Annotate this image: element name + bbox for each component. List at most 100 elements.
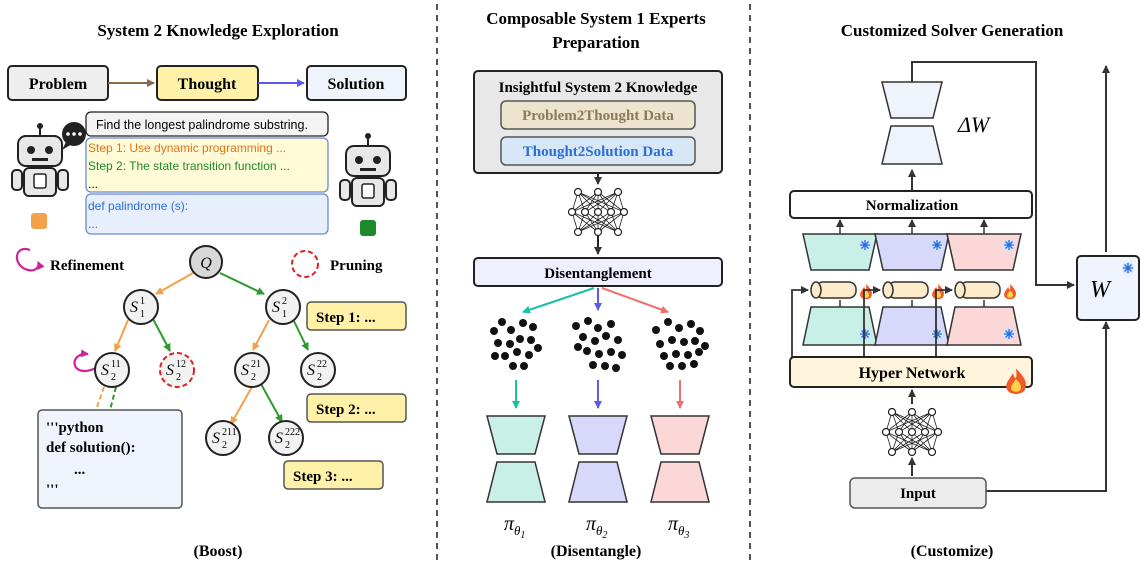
svg-text:222: 222 xyxy=(285,427,300,438)
dot-2-13 xyxy=(666,362,674,370)
edge-q-s11 xyxy=(155,272,194,295)
dot-2-1 xyxy=(664,318,672,326)
pruning-label: Pruning xyxy=(330,258,383,274)
code-line-2: ... xyxy=(88,217,98,231)
code-line-1: def palindrome (s): xyxy=(88,199,188,213)
problem-label: Problem xyxy=(29,76,88,93)
snowflake-icon xyxy=(930,327,944,341)
dot-0-13 xyxy=(509,362,517,370)
edge-s11-s211 xyxy=(114,319,129,352)
dot-2-2 xyxy=(675,324,683,332)
dot-0-5 xyxy=(494,339,502,347)
dot-0-1 xyxy=(498,318,506,326)
refinement-arrow-icon xyxy=(15,247,45,272)
chat-bubble-icon xyxy=(62,122,86,150)
svg-text:S: S xyxy=(130,299,138,316)
svg-text:12: 12 xyxy=(176,359,186,370)
dot-2-16 xyxy=(701,342,709,350)
disentangle-box xyxy=(473,257,723,287)
snowflake-icon xyxy=(858,238,872,252)
delta-w-label: ΔW xyxy=(957,112,991,137)
data2-box xyxy=(500,136,696,166)
dot-2-10 xyxy=(672,350,680,358)
dot-2-15 xyxy=(690,360,698,368)
expert-2-label: πθ2 xyxy=(586,513,607,541)
dot-1-4 xyxy=(579,333,587,341)
dot-0-14 xyxy=(520,362,528,370)
expert-1 xyxy=(486,415,546,503)
dot-2-9 xyxy=(660,352,668,360)
knowledge-title: Insightful System 2 Knowledge xyxy=(499,80,698,96)
dot-2-4 xyxy=(696,327,704,335)
dot-0-15 xyxy=(491,352,499,360)
neural-net-icon xyxy=(567,187,629,237)
dot-0-12 xyxy=(534,344,542,352)
dot-clusters xyxy=(490,317,709,372)
step-label-1-box xyxy=(306,301,407,331)
svg-text:1: 1 xyxy=(140,296,145,307)
edge-q-s12 xyxy=(219,272,265,295)
dot-1-3 xyxy=(607,320,615,328)
edge-s12-s221 xyxy=(252,319,270,351)
svg-text:1: 1 xyxy=(282,309,287,320)
dot-0-11 xyxy=(525,351,533,359)
w-box xyxy=(1076,255,1140,321)
edge-s221-s2222 xyxy=(260,383,283,423)
snowflake-icon xyxy=(1121,261,1135,275)
data2-label: Thought2Solution Data xyxy=(523,144,674,160)
dot-2-3 xyxy=(687,320,695,328)
dot-0-4 xyxy=(529,323,537,331)
svg-text:2: 2 xyxy=(317,372,322,383)
dot-1-9 xyxy=(595,350,603,358)
middle-panel-title-1: Composable System 1 Experts xyxy=(486,9,706,28)
dot-1-2 xyxy=(594,324,602,332)
svg-text:22: 22 xyxy=(317,359,327,370)
dot-0-8 xyxy=(527,336,535,344)
svg-text:2: 2 xyxy=(222,440,227,451)
dot-1-14 xyxy=(612,364,620,372)
dot-2-14 xyxy=(678,362,686,370)
svg-text:2: 2 xyxy=(251,372,256,383)
dot-0-2 xyxy=(507,326,515,334)
svg-text:2: 2 xyxy=(282,296,287,307)
steps-ellipsis: ... xyxy=(88,177,98,191)
layer-column-1 xyxy=(791,233,878,357)
normalization-label: Normalization xyxy=(866,198,959,214)
edge-dashed-orange xyxy=(95,386,105,411)
dot-1-1 xyxy=(584,317,592,325)
step-label-1: Step 1: ... xyxy=(316,310,376,326)
orange-square-icon xyxy=(31,213,47,229)
dot-1-12 xyxy=(589,361,597,369)
middle-panel-title-2: Preparation xyxy=(552,33,640,52)
w-label: W xyxy=(1090,277,1112,303)
python-code-line-4: ''' xyxy=(46,482,59,498)
fire-icon xyxy=(932,283,944,300)
normalization-box xyxy=(789,190,1033,219)
input-box xyxy=(849,477,987,509)
snowflake-icon xyxy=(930,238,944,252)
layer-column-2 xyxy=(863,233,950,357)
dot-0-7 xyxy=(516,335,524,343)
step-label-2-box xyxy=(306,393,407,423)
refinement-loop-icon xyxy=(73,349,97,372)
edge-dashed-green xyxy=(109,386,117,411)
svg-text:21: 21 xyxy=(251,359,261,370)
edge-s11-s212 xyxy=(151,316,171,352)
dot-2-8 xyxy=(691,337,699,345)
step-label-3: Step 3: ... xyxy=(293,469,353,485)
step-2-text: Step 2: The state transition function ..… xyxy=(88,159,290,173)
python-code-line-2: def solution(): xyxy=(46,440,136,456)
dot-2-6 xyxy=(668,336,676,344)
fire-icon xyxy=(1004,283,1016,300)
svg-text:2: 2 xyxy=(285,440,290,451)
dot-1-10 xyxy=(607,348,615,356)
layer-column-3 xyxy=(935,233,1022,357)
dot-0-10 xyxy=(513,348,521,356)
snowflake-icon xyxy=(1002,238,1016,252)
dot-2-11 xyxy=(684,351,692,359)
